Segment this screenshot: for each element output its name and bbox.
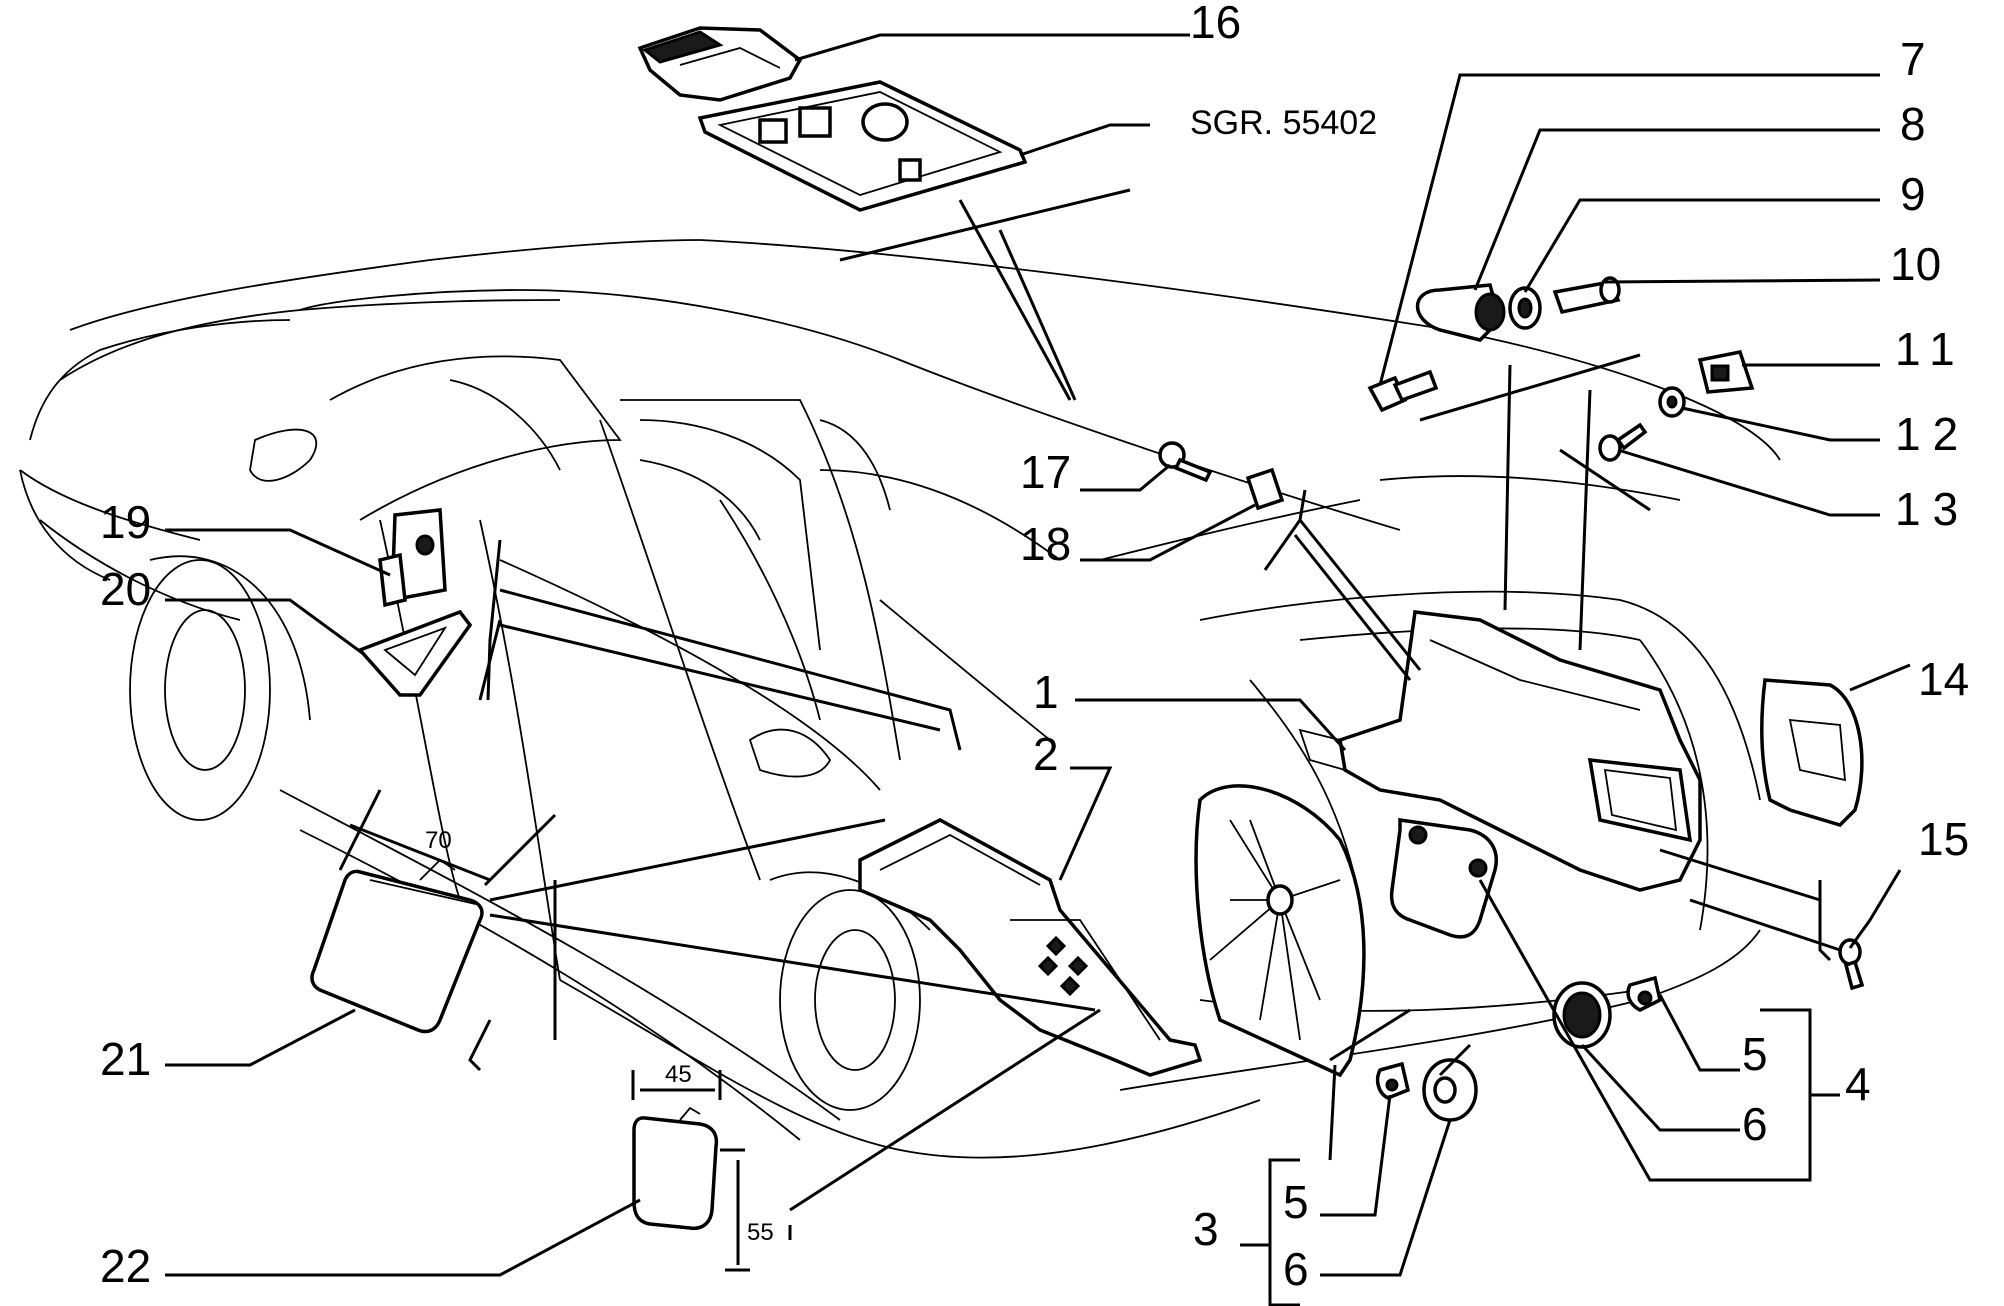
part-16-light-cover bbox=[637, 26, 803, 102]
label-13: 13 bbox=[1895, 483, 1970, 535]
label-6-right: 6 bbox=[1742, 1098, 1768, 1150]
label-5-right: 5 bbox=[1742, 1028, 1768, 1080]
label-9: 9 bbox=[1900, 168, 1926, 220]
part-19-bracket bbox=[378, 508, 447, 608]
part-3-speaker-housing bbox=[1194, 784, 1366, 1078]
part-6-cap-right bbox=[1552, 981, 1612, 1049]
label-15: 15 bbox=[1918, 813, 1969, 865]
label-8: 8 bbox=[1900, 98, 1926, 150]
part-18-nut bbox=[1245, 467, 1285, 511]
part-6-cap-lower bbox=[1422, 1058, 1478, 1122]
label-7: 7 bbox=[1900, 33, 1926, 85]
label-6-lower: 6 bbox=[1283, 1243, 1309, 1295]
part-5-clip-right bbox=[1626, 975, 1663, 1012]
part-5-clip-lower bbox=[1375, 1061, 1411, 1100]
label-10: 10 bbox=[1890, 238, 1941, 290]
dimension-55: 55 bbox=[747, 1219, 774, 1246]
label-1: 1 bbox=[1033, 666, 1059, 718]
label-18: 18 bbox=[1020, 518, 1071, 570]
part-1-side-trim bbox=[1298, 610, 1702, 892]
label-19: 19 bbox=[100, 496, 151, 548]
part-20-triangle-grommet bbox=[357, 609, 473, 697]
part-labels: 16 SGR. 55402 7 8 9 10 11 12 13 17 18 19… bbox=[100, 0, 1970, 1295]
label-4: 4 bbox=[1845, 1058, 1871, 1110]
part-15-screw bbox=[1838, 938, 1865, 991]
label-16: 16 bbox=[1190, 0, 1241, 48]
label-3: 3 bbox=[1193, 1203, 1219, 1255]
part-21-plug bbox=[310, 858, 484, 1034]
part-7-bolt bbox=[1367, 369, 1439, 413]
part-12-washer bbox=[1658, 386, 1686, 418]
part-11-clip bbox=[1697, 349, 1755, 394]
part-2-side-trim bbox=[858, 818, 1203, 1077]
leader-lines bbox=[165, 33, 1911, 1306]
part-22-plug bbox=[632, 1106, 719, 1231]
label-20: 20 bbox=[100, 563, 151, 615]
label-5-lower: 5 bbox=[1283, 1176, 1309, 1228]
label-21: 21 bbox=[100, 1033, 151, 1085]
label-sgr-55402: SGR. 55402 bbox=[1190, 104, 1377, 142]
label-2: 2 bbox=[1033, 728, 1059, 780]
part-sgr-55402-light-unit bbox=[697, 80, 1028, 212]
label-22: 22 bbox=[100, 1240, 151, 1292]
label-14: 14 bbox=[1918, 653, 1969, 705]
part-17-screw bbox=[1158, 441, 1213, 483]
part-13-screw bbox=[1598, 422, 1648, 462]
label-11: 11 bbox=[1895, 323, 1967, 375]
label-17: 17 bbox=[1020, 446, 1071, 498]
dimension-45: 45 bbox=[665, 1061, 692, 1088]
label-12: 12 bbox=[1895, 408, 1970, 460]
part-9-spacer bbox=[1508, 286, 1542, 330]
dimension-lines bbox=[338, 789, 750, 1272]
dimension-70: 70 bbox=[425, 827, 452, 854]
part-14-bracket bbox=[1759, 678, 1864, 827]
part-8-strap-bracket bbox=[1415, 283, 1506, 342]
part-4-grille bbox=[1389, 817, 1498, 939]
part-10-pin bbox=[1552, 276, 1621, 315]
